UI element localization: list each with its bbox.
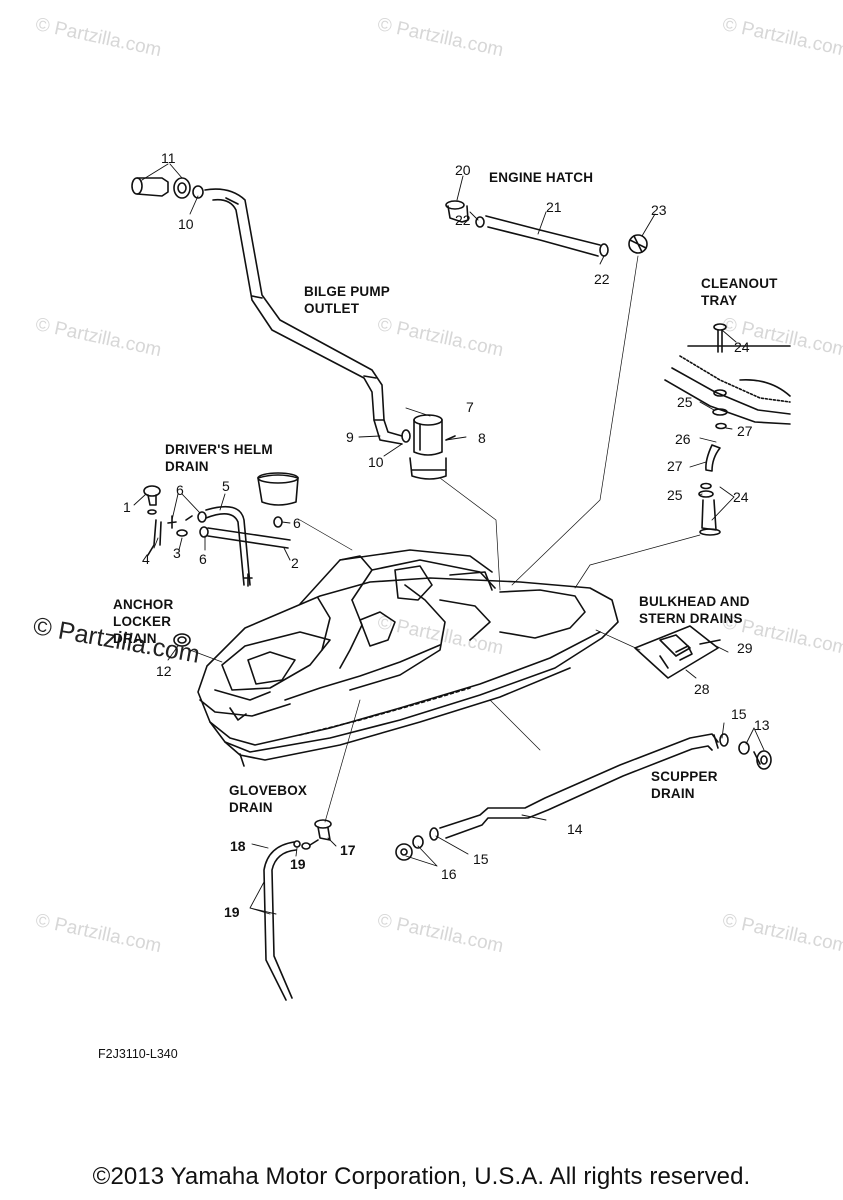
label-line: GLOVEBOX (229, 783, 308, 798)
callout-number: 10 (368, 454, 384, 470)
bilge-pump-hose (204, 188, 403, 445)
callout-number: 13 (754, 717, 770, 733)
part-7-bilge-pump (401, 414, 456, 480)
callout-number: 29 (737, 640, 753, 656)
leader-lines (133, 163, 765, 915)
label-line: STERN DRAINS (639, 611, 743, 626)
callout-number: 14 (567, 821, 583, 837)
label-glovebox-drain: GLOVEBOX DRAIN (229, 782, 307, 816)
label-line: CLEANOUT (701, 276, 778, 291)
part-11-fitting (131, 177, 204, 199)
label-engine-hatch: ENGINE HATCH (489, 169, 593, 186)
label-cleanout-tray: CLEANOUT TRAY (701, 275, 778, 309)
glovebox-drain (263, 819, 332, 1001)
callout-number: 15 (731, 706, 747, 722)
label-line: BULKHEAD AND (639, 594, 750, 609)
callout-number: 28 (694, 681, 710, 697)
callout-number: 15 (473, 851, 489, 867)
callout-number: 6 (199, 551, 207, 567)
callout-number: 5 (222, 478, 230, 494)
label-line: TRAY (701, 293, 738, 308)
label-line: DRIVER'S HELM (165, 442, 273, 457)
copyright-notice: ©2013 Yamaha Motor Corporation, U.S.A. A… (92, 1163, 751, 1190)
callout-number: 25 (667, 487, 683, 503)
callout-number: 17 (340, 842, 356, 858)
label-line: DRAIN (229, 800, 273, 815)
engine-hatch-drain (445, 200, 648, 257)
callout-number: 23 (651, 202, 667, 218)
label-line: ANCHOR (113, 597, 174, 612)
label-line: DRAIN (651, 786, 695, 801)
label-bilge-pump-outlet: BILGE PUMP OUTLET (304, 283, 390, 317)
label-line: OUTLET (304, 301, 360, 316)
callout-number: 18 (230, 838, 246, 854)
callout-number: 7 (466, 399, 474, 415)
label-anchor-locker-drain: ANCHOR LOCKER DRAIN (113, 596, 173, 647)
connector-lines (189, 255, 701, 823)
callout-number: 20 (455, 162, 471, 178)
callout-number: 27 (667, 458, 683, 474)
label-text: ENGINE HATCH (489, 170, 594, 185)
callout-number: 2 (291, 555, 299, 571)
callout-number: 6 (293, 515, 301, 531)
callout-number: 26 (675, 431, 691, 447)
callout-number: 3 (173, 545, 181, 561)
drivers-helm-drain (143, 472, 299, 587)
part-12-anchor-fitting (173, 633, 191, 647)
scupper-drain (395, 733, 772, 861)
bulkhead-drains-box (634, 625, 721, 679)
callout-number: 12 (156, 663, 172, 679)
callout-number: 16 (441, 866, 457, 882)
label-line: BILGE PUMP (304, 284, 391, 299)
label-line: SCUPPER (651, 769, 718, 784)
callout-number: 22 (455, 212, 471, 228)
callout-number: 25 (677, 394, 693, 410)
diagram-code: F2J3110-L340 (98, 1047, 178, 1061)
label-line: LOCKER (113, 614, 172, 629)
boat-hull (197, 549, 619, 767)
callout-number: 19 (290, 856, 306, 872)
callout-number: 21 (546, 199, 562, 215)
callout-number: 10 (178, 216, 194, 232)
callout-number: 19 (224, 904, 240, 920)
callout-number: 4 (142, 551, 150, 567)
callout-number: 1 (123, 499, 131, 515)
label-bulkhead-stern-drains: BULKHEAD AND STERN DRAINS (639, 593, 750, 627)
callout-number: 24 (734, 339, 750, 355)
callout-number: 8 (478, 430, 486, 446)
callout-number: 27 (737, 423, 753, 439)
label-drivers-helm-drain: DRIVER'S HELM DRAIN (165, 441, 273, 475)
callout-number: 22 (594, 271, 610, 287)
callout-number: 6 (176, 482, 184, 498)
label-line: DRAIN (165, 459, 209, 474)
label-line: DRAIN (113, 631, 157, 646)
callout-number: 11 (161, 150, 176, 166)
callout-number: 24 (733, 489, 749, 505)
label-scupper-drain: SCUPPER DRAIN (651, 768, 718, 802)
callout-number: 9 (346, 429, 354, 445)
cleanout-tray (664, 323, 791, 536)
